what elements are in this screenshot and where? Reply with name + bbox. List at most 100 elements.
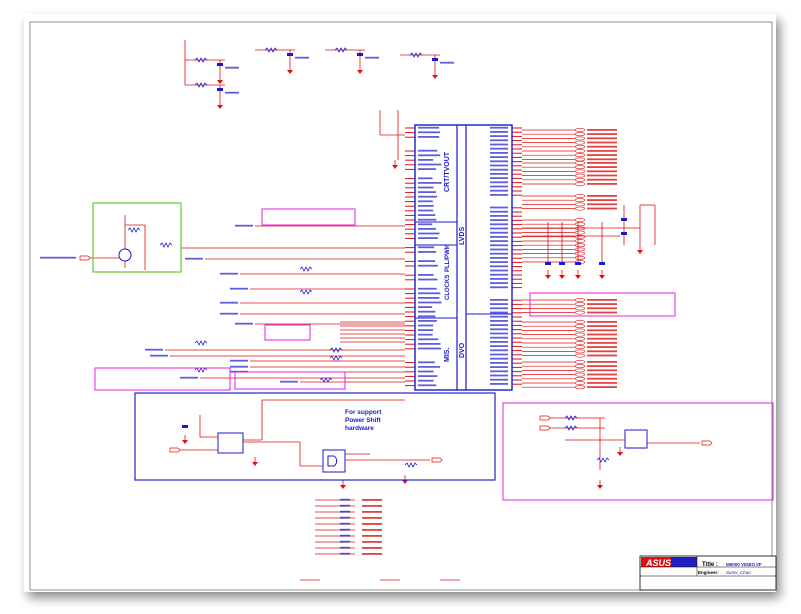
resistor-icon — [320, 378, 332, 382]
net-label — [587, 170, 617, 172]
tiny-label — [490, 186, 508, 188]
tiny-label — [418, 154, 440, 156]
tiny-label — [220, 313, 238, 315]
tiny-label — [490, 236, 508, 238]
net-port-icon — [575, 178, 585, 181]
net-port-icon — [575, 337, 585, 340]
tiny-label — [490, 333, 508, 335]
tiny-label — [340, 523, 350, 525]
section-misc: MIS. — [444, 348, 451, 362]
tiny-label — [418, 348, 441, 350]
net-port-icon — [575, 182, 585, 185]
tiny-label — [490, 131, 508, 133]
engineer-label: Engineer: — [698, 570, 719, 575]
net-label — [587, 129, 617, 131]
tiny-label — [490, 152, 508, 154]
tiny-label — [40, 257, 76, 259]
power-shift-box — [135, 393, 495, 480]
tiny-label — [230, 360, 248, 362]
logic-gate-ic — [323, 450, 345, 472]
net-label — [362, 541, 382, 543]
tiny-label — [490, 148, 508, 150]
tiny-label — [490, 383, 508, 385]
tiny-label — [225, 67, 239, 69]
tiny-label — [490, 303, 508, 305]
and-gate-icon — [328, 456, 337, 466]
net-port-icon — [575, 158, 585, 161]
tiny-label — [490, 341, 508, 343]
net-port-icon — [575, 320, 585, 323]
net-port-icon — [575, 218, 585, 221]
net-label — [587, 166, 617, 168]
tiny-label — [490, 165, 508, 167]
net-label — [587, 158, 617, 160]
net-label — [587, 361, 617, 363]
tiny-label — [490, 354, 508, 356]
net-label — [587, 346, 617, 348]
tiny-label — [340, 541, 350, 543]
capacitor-icon — [545, 262, 551, 265]
net-label — [587, 203, 617, 205]
tiny-label — [418, 131, 440, 133]
net-label — [362, 535, 382, 537]
tiny-label — [418, 159, 433, 161]
tiny-label — [490, 181, 508, 183]
tiny-label — [418, 329, 433, 331]
net-port-icon — [575, 174, 585, 177]
net-label — [587, 199, 617, 201]
net-port-icon — [575, 360, 585, 363]
tiny-label — [490, 261, 508, 263]
net-label — [587, 321, 617, 323]
net-port-icon — [575, 161, 585, 164]
tiny-label — [418, 223, 432, 225]
tiny-label — [340, 517, 350, 519]
net-port-icon — [575, 203, 585, 206]
tiny-label — [418, 315, 435, 317]
capacitor-icon — [182, 425, 188, 428]
power-shift-note: For support Power Shift hardware — [345, 409, 382, 432]
net-label — [587, 386, 617, 388]
tiny-label — [490, 228, 508, 230]
tiny-label — [490, 253, 508, 255]
net-port-icon — [575, 133, 585, 136]
tiny-label — [418, 219, 436, 221]
net-port-icon — [575, 341, 585, 344]
section-dvo: DVO — [459, 342, 466, 358]
tiny-label — [225, 92, 239, 94]
ground-icon — [637, 250, 643, 254]
net-label — [362, 553, 382, 555]
tiny-label — [418, 136, 439, 138]
tiny-label — [340, 553, 350, 555]
tiny-label — [490, 358, 508, 360]
resistor-icon — [597, 458, 609, 462]
net-port-icon — [575, 298, 585, 301]
net-port-icon — [575, 329, 585, 332]
capacitor-icon — [575, 262, 581, 265]
tiny-label — [418, 200, 433, 202]
net-port-icon — [432, 458, 442, 462]
tiny-label — [145, 349, 163, 351]
net-label — [587, 355, 617, 357]
net-port-icon — [575, 137, 585, 140]
net-port-icon — [575, 170, 585, 173]
ground-icon — [217, 105, 223, 109]
tiny-label — [490, 244, 508, 246]
net-label — [587, 307, 617, 309]
net-port-icon — [540, 426, 550, 430]
tiny-label — [185, 258, 203, 260]
tiny-label — [340, 535, 350, 537]
sheet-frame — [30, 22, 772, 590]
tiny-label — [490, 324, 508, 326]
tiny-label — [220, 273, 238, 275]
net-wires — [90, 40, 700, 580]
tiny-label — [490, 337, 508, 339]
ground-icon — [357, 70, 363, 74]
tiny-label — [490, 379, 508, 381]
net-port-icon — [575, 386, 585, 389]
tiny-label — [418, 288, 437, 290]
net-label — [587, 299, 617, 301]
tiny-label — [418, 297, 439, 299]
tiny-label — [340, 547, 350, 549]
net-port-icon — [170, 448, 180, 452]
tiny-label — [490, 286, 508, 288]
